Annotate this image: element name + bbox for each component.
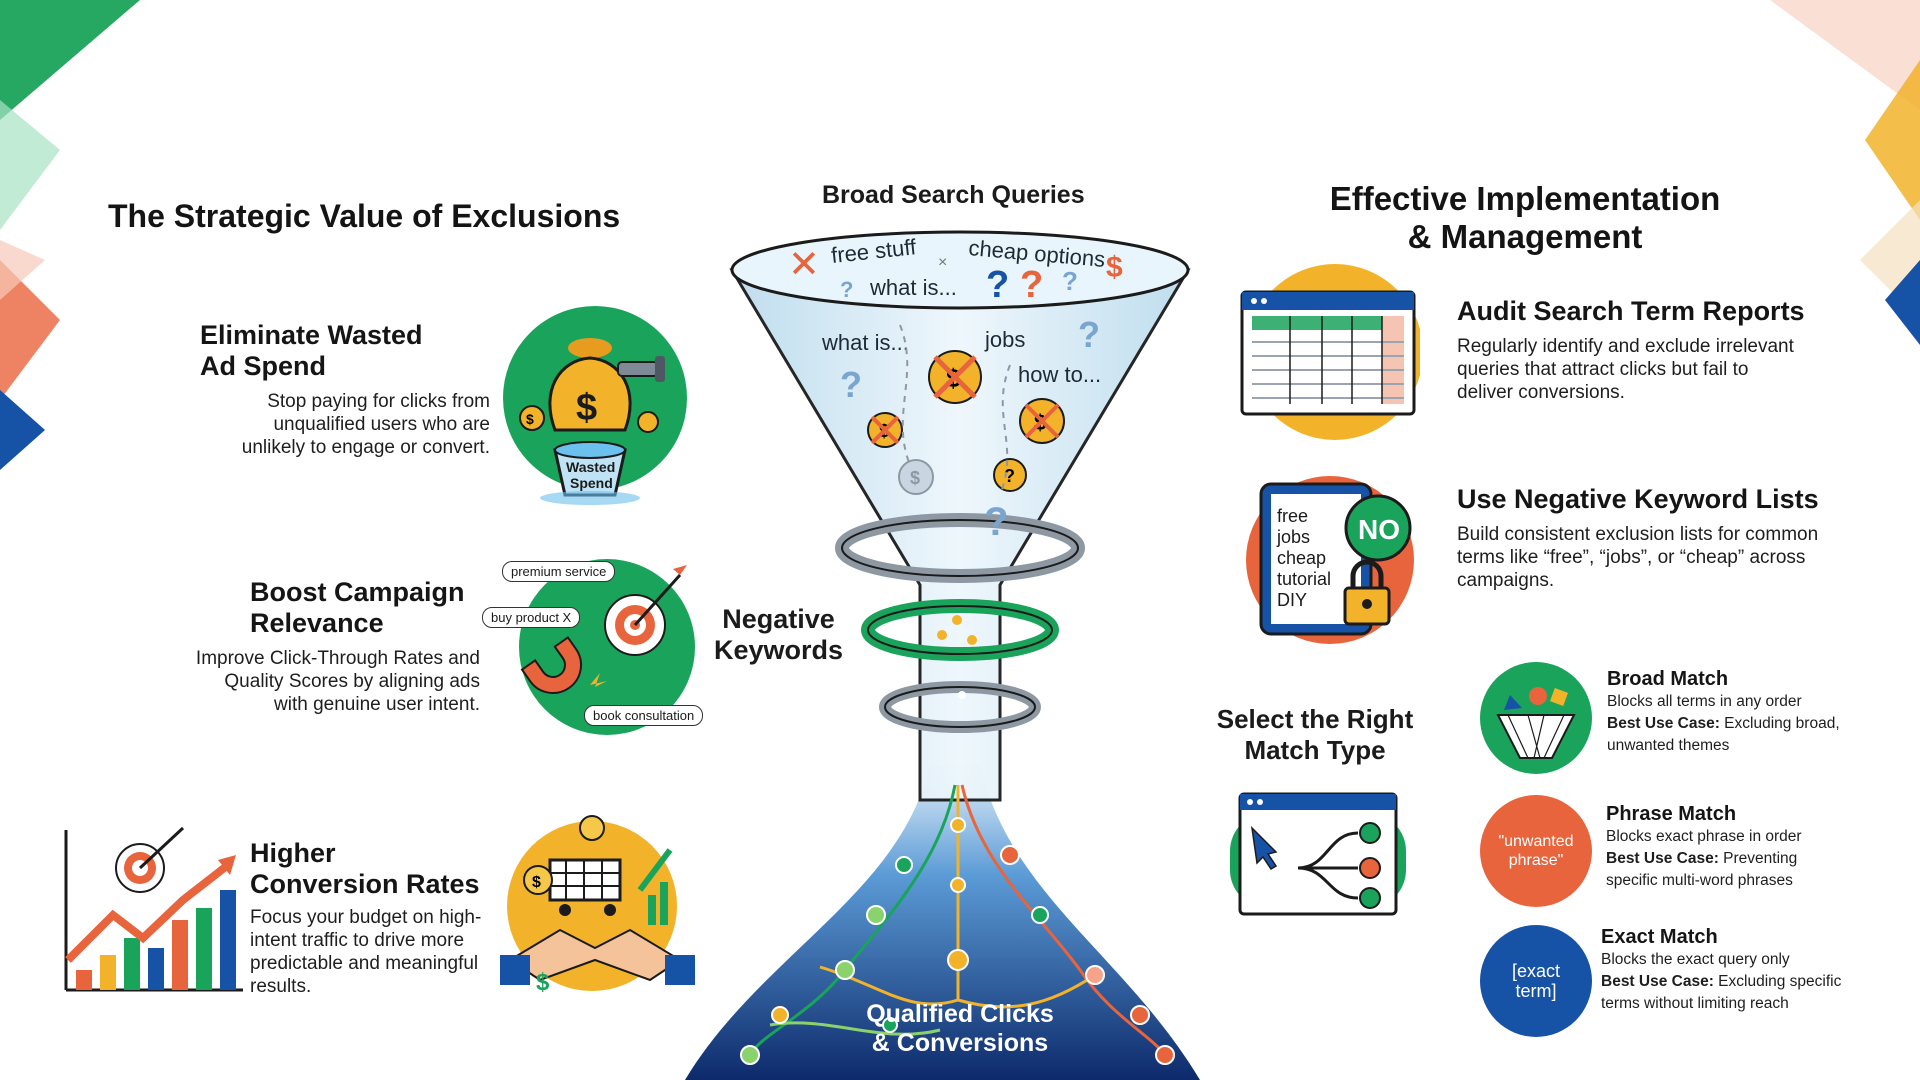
relevance-text: Improve Click-Through Rates and Quality … xyxy=(195,648,480,715)
broad-match-use-text: Excluding broad, unwanted themes xyxy=(1607,715,1840,754)
negative-keywords-label: Negative Keywords xyxy=(714,604,844,665)
funnel-diagram: free stuff cheap options what is... what… xyxy=(685,230,1200,1080)
query-what-is-1: what is... xyxy=(869,275,957,300)
decision-tree-icon xyxy=(1230,792,1406,916)
query-how-to: how to... xyxy=(1018,362,1101,387)
wasted-spend-block: Eliminate Wasted Ad Spend Stop paying fo… xyxy=(200,320,490,459)
report-table-icon xyxy=(1240,264,1420,440)
wasted-spend-text: Stop paying for clicks from unqualified … xyxy=(241,391,490,458)
right-section-title: Effective Implementation & Management xyxy=(1329,180,1721,255)
match-type-title: Select the Right Match Type xyxy=(1216,704,1414,765)
broad-match-block: Broad Match Blocks all terms in any orde… xyxy=(1607,668,1897,757)
wasted-spend-icon-label: Wasted xyxy=(566,459,615,475)
tablet-word-free: free xyxy=(1277,506,1308,526)
svg-text:×: × xyxy=(938,254,947,271)
phrase-match-use-label: Best Use Case: xyxy=(1606,850,1719,867)
money-bag-icon: $ Wasted Spend $ xyxy=(503,306,687,505)
audit-block: Audit Search Term Reports Regularly iden… xyxy=(1457,296,1877,404)
conversion-heading: Higher Conversion Rates xyxy=(250,838,480,899)
exact-match-use-text: Excluding specific terms without limitin… xyxy=(1601,973,1842,1012)
exact-badge-icon: [exact term] xyxy=(1480,925,1592,1037)
svg-text:?: ? xyxy=(984,500,1008,544)
svg-text:$: $ xyxy=(910,468,920,488)
svg-text:?: ? xyxy=(840,364,862,405)
phrase-match-line1: Blocks exact phrase in order xyxy=(1606,828,1802,845)
svg-text:$: $ xyxy=(576,387,597,429)
magnet-target-icon xyxy=(519,559,695,735)
svg-text:?: ? xyxy=(1078,314,1100,355)
query-what-is-2: what is... xyxy=(821,330,909,355)
funnel-bottom-label: Qualified Clicks & Conversions xyxy=(866,1000,1054,1057)
svg-text:free jobs cheap tu: free jobs cheap tutorial DIY xyxy=(1276,506,1336,610)
blocked-coin-icon: $ xyxy=(867,412,903,448)
exact-match-block: Exact Match Blocks the exact query only … xyxy=(1601,926,1901,1015)
left-section-title: The Strategic Value of Exclusions xyxy=(108,198,621,234)
svg-text:$: $ xyxy=(532,874,541,891)
blocked-coin-icon: $ xyxy=(1019,398,1065,444)
tag-book-consultation: book consultation xyxy=(584,705,704,726)
broad-match-name: Broad Match xyxy=(1607,668,1729,690)
tag-buy-product: buy product X xyxy=(482,607,581,628)
funnel-top-label: Broad Search Queries xyxy=(822,181,1085,209)
svg-text:NO: NO xyxy=(1358,514,1400,545)
svg-text:?: ? xyxy=(1004,466,1015,486)
query-jobs: jobs xyxy=(984,327,1025,352)
relevance-block: Boost Campaign Relevance Improve Click-T… xyxy=(160,577,480,716)
funnel-cone xyxy=(729,268,1191,802)
tag-premium-service: premium service xyxy=(502,561,616,582)
relevance-heading: Boost Campaign Relevance xyxy=(250,577,465,638)
phrase-badge-icon: "unwanted phrase" xyxy=(1480,795,1592,907)
svg-text:?: ? xyxy=(986,264,1009,306)
svg-text:✕: ✕ xyxy=(788,244,820,286)
svg-text:Wasted Spend: Wasted Spend xyxy=(566,459,619,491)
blocked-coin-icon: $ xyxy=(928,350,982,404)
negative-lists-text: Build consistent exclusion lists for com… xyxy=(1457,524,1819,591)
audit-text: Regularly identify and exclude irrelevan… xyxy=(1457,336,1794,403)
svg-text:$: $ xyxy=(1106,251,1123,284)
phrase-match-name: Phrase Match xyxy=(1606,803,1737,825)
growth-chart-icon xyxy=(64,826,243,992)
broad-match-use-label: Best Use Case: xyxy=(1607,715,1720,732)
broad-match-line1: Blocks all terms in any order xyxy=(1607,693,1802,710)
svg-text:?: ? xyxy=(840,277,853,302)
svg-text:?: ? xyxy=(1062,266,1078,296)
negative-lists-heading: Use Negative Keyword Lists xyxy=(1457,484,1819,514)
svg-text:?: ? xyxy=(1020,264,1043,306)
handshake-cart-icon: $ $ xyxy=(500,815,695,996)
exact-match-name: Exact Match xyxy=(1601,926,1718,948)
negative-lists-block: Use Negative Keyword Lists Build consist… xyxy=(1457,484,1877,592)
tablet-lock-icon: free jobs cheap tutorial DIY NO xyxy=(1246,476,1414,644)
exact-match-use-label: Best Use Case: xyxy=(1601,973,1714,990)
net-basket-icon xyxy=(1480,662,1592,774)
phrase-match-use-text: Preventing specific multi-word phrases xyxy=(1606,850,1798,889)
wasted-spend-heading: Eliminate Wasted Ad Spend xyxy=(200,320,423,381)
conversion-text: Focus your budget on high- intent traffi… xyxy=(250,907,482,997)
svg-text:$: $ xyxy=(536,969,550,996)
phrase-match-block: Phrase Match Blocks exact phrase in orde… xyxy=(1606,803,1896,892)
svg-text:$: $ xyxy=(526,411,534,427)
conversion-block: Higher Conversion Rates Focus your budge… xyxy=(250,838,510,998)
exact-match-line1: Blocks the exact query only xyxy=(1601,951,1790,968)
audit-heading: Audit Search Term Reports xyxy=(1457,296,1805,326)
